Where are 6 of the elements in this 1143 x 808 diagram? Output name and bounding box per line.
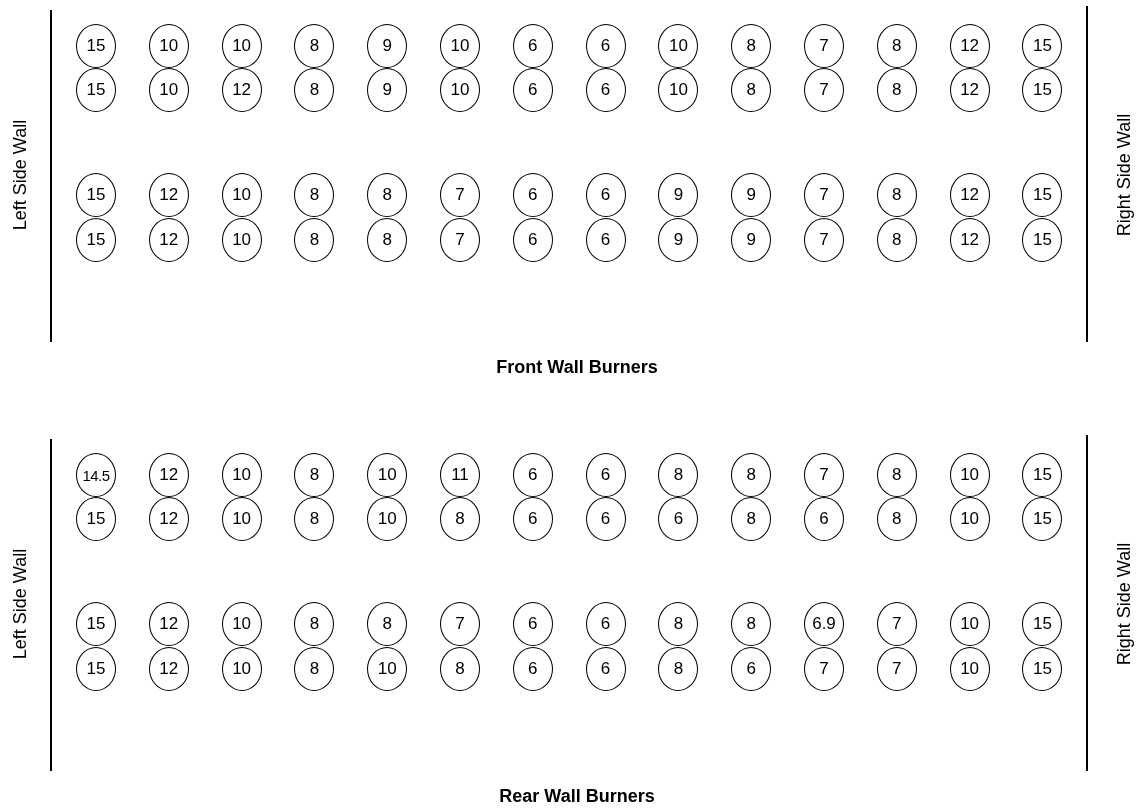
wall-label: Right Side Wall [1113, 542, 1135, 666]
panel-caption: Front Wall Burners [496, 357, 658, 378]
panel-caption: Rear Wall Burners [499, 786, 655, 807]
wall-label: Right Side Wall [1113, 113, 1135, 237]
wall-label: Left Side Wall [9, 548, 31, 660]
wall-label: Left Side Wall [9, 119, 31, 231]
